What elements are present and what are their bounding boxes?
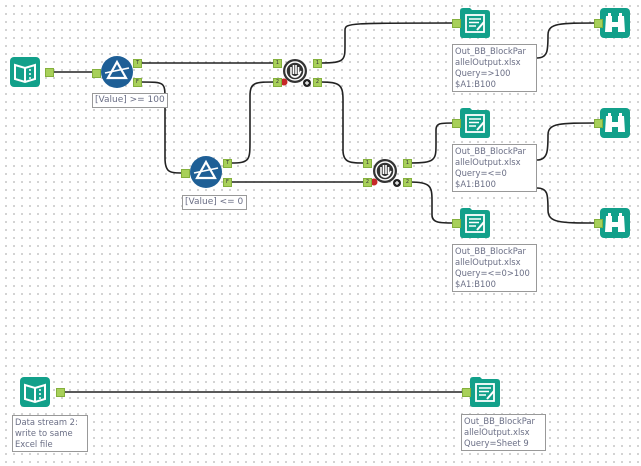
filter1-true-anchor[interactable]: T bbox=[133, 59, 142, 68]
browse-tool-1[interactable] bbox=[600, 8, 630, 38]
browse-binoculars-icon bbox=[600, 108, 630, 138]
browse-tool-3[interactable] bbox=[600, 208, 630, 238]
input2-annotation: Data stream 2: write to same Excel file bbox=[12, 415, 88, 452]
output-data-tool-3[interactable] bbox=[460, 208, 490, 238]
wire-block2-out1-output2 bbox=[409, 122, 455, 164]
output2-input-anchor[interactable] bbox=[452, 119, 461, 128]
wire-filter1-false-filter2 bbox=[140, 81, 185, 174]
filter2-input-anchor[interactable] bbox=[181, 169, 190, 178]
filter-prism-icon bbox=[101, 56, 133, 88]
filter-tool-2[interactable] bbox=[190, 156, 222, 188]
block2-output1-anchor[interactable]: 1 bbox=[403, 159, 412, 168]
filter2-annotation: [Value] <= 0 bbox=[182, 195, 247, 210]
filter-tool-1[interactable] bbox=[101, 56, 133, 88]
wire-block1-out2-block2 bbox=[320, 81, 367, 164]
wire-output2-browse2 bbox=[536, 122, 598, 161]
output2-annotation: Out_BB_BlockPar allelOutput.xlsx Query=<… bbox=[452, 144, 537, 192]
output1-annotation: Out_BB_BlockPar allelOutput.xlsx Query=>… bbox=[452, 44, 537, 92]
browse2-input-anchor[interactable] bbox=[594, 119, 603, 128]
input-data-book-icon bbox=[20, 377, 50, 407]
browse1-input-anchor[interactable] bbox=[594, 19, 603, 28]
wire-block2-out2-output3 bbox=[409, 181, 455, 224]
block-until-done-tool-1[interactable] bbox=[280, 58, 311, 87]
block1-input1-anchor[interactable]: 1 bbox=[273, 59, 282, 68]
output1-input-anchor[interactable] bbox=[452, 19, 461, 28]
block2-input1-anchor[interactable]: 1 bbox=[363, 159, 372, 168]
block1-output2-anchor[interactable]: 2 bbox=[313, 78, 322, 87]
output-data-icon bbox=[460, 108, 490, 138]
output4-input-anchor[interactable] bbox=[462, 388, 471, 397]
block-until-done-hand-icon bbox=[280, 59, 311, 87]
output4-annotation: Out_BB_BlockPar allelOutput.xlsx Query=S… bbox=[461, 414, 546, 451]
output3-input-anchor[interactable] bbox=[452, 219, 461, 228]
filter1-false-anchor[interactable]: F bbox=[133, 78, 142, 87]
wire-filter2-true-block1 bbox=[230, 81, 277, 164]
filter2-false-anchor[interactable]: F bbox=[223, 178, 232, 187]
filter1-annotation: [Value] >= 100 bbox=[92, 93, 168, 108]
block1-input2-anchor[interactable]: 2 bbox=[273, 78, 282, 87]
wire-block1-out1-output1 bbox=[320, 22, 455, 64]
output-data-tool-4[interactable] bbox=[470, 377, 500, 407]
block2-input2-anchor[interactable]: 2 bbox=[363, 178, 372, 187]
block-until-done-tool-2[interactable] bbox=[370, 158, 401, 187]
browse-binoculars-icon bbox=[600, 8, 630, 38]
block1-output1-anchor[interactable]: 1 bbox=[313, 59, 322, 68]
input1-output-anchor[interactable] bbox=[45, 68, 54, 77]
browse-binoculars-icon bbox=[600, 208, 630, 238]
output-data-icon bbox=[470, 377, 500, 407]
filter1-input-anchor[interactable] bbox=[92, 69, 101, 78]
input-data-tool-2[interactable] bbox=[20, 377, 50, 407]
output-data-tool-1[interactable] bbox=[460, 8, 490, 38]
wire-output1-browse1 bbox=[536, 22, 598, 59]
filter2-true-anchor[interactable]: T bbox=[223, 159, 232, 168]
input2-output-anchor[interactable] bbox=[56, 388, 65, 397]
filter-prism-icon bbox=[190, 156, 222, 188]
wire-output2-browse3 bbox=[536, 187, 598, 224]
output-data-icon bbox=[460, 8, 490, 38]
block2-output2-anchor[interactable]: 2 bbox=[403, 178, 412, 187]
block-until-done-hand-icon bbox=[370, 159, 401, 187]
browse-tool-2[interactable] bbox=[600, 108, 630, 138]
output-data-tool-2[interactable] bbox=[460, 108, 490, 138]
output3-annotation: Out_BB_BlockPar allelOutput.xlsx Query=<… bbox=[452, 244, 537, 292]
output-data-icon bbox=[460, 208, 490, 238]
input-data-book-icon bbox=[10, 57, 40, 87]
input-data-tool-1[interactable] bbox=[10, 57, 40, 87]
browse3-input-anchor[interactable] bbox=[594, 219, 603, 228]
